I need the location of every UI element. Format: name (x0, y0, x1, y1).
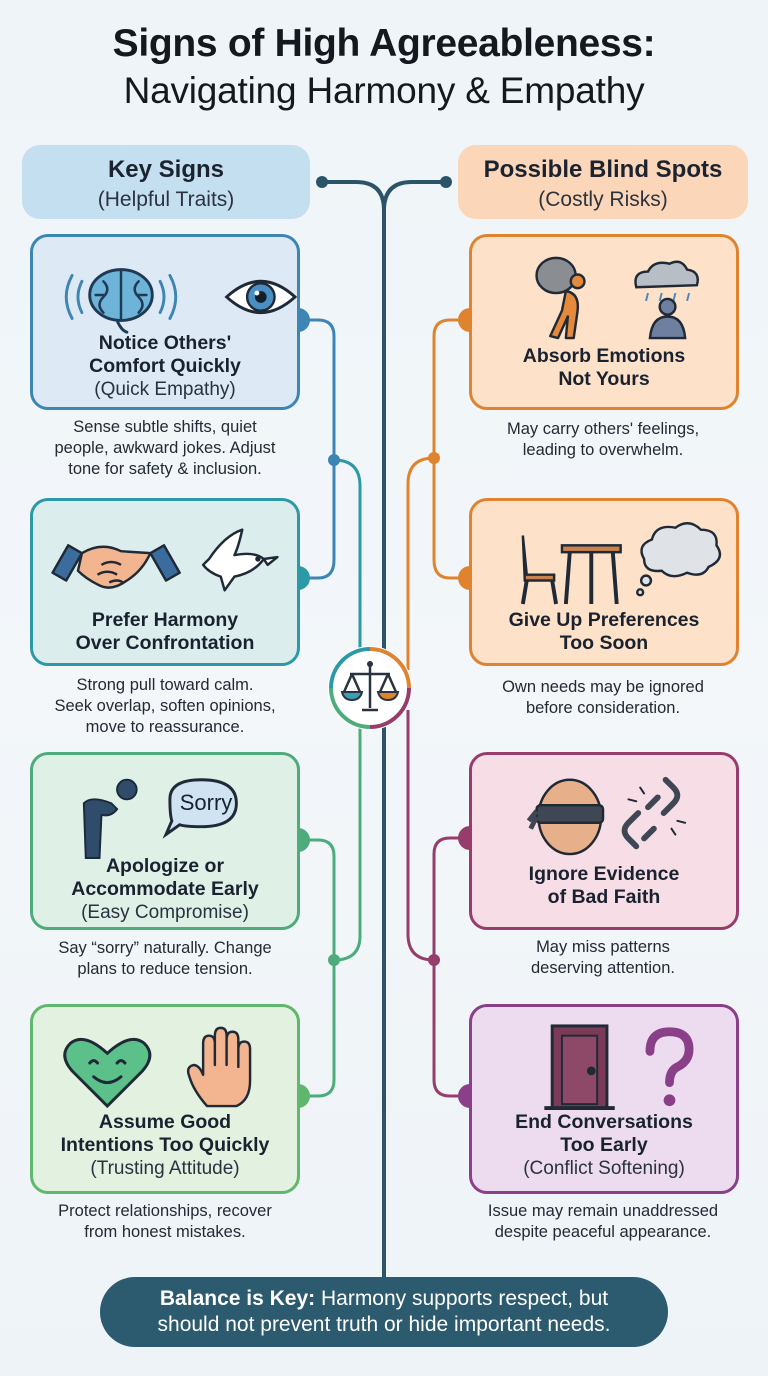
desc-line: deserving attention. (530, 959, 675, 977)
card-label-line2: Too Early (560, 1134, 648, 1156)
chair-table-icon (520, 535, 622, 605)
sign-description-easy-compromise: Say “sorry” naturally. Change plans to r… (15, 938, 315, 980)
card-subtitle: (Conflict Softening) (523, 1158, 685, 1179)
sign-card-prefer-harmony: Prefer Harmony Over Confrontation (30, 498, 300, 666)
card-subtitle: (Trusting Attitude) (90, 1158, 240, 1179)
quick-empathy-icons (64, 268, 297, 334)
balance-scale-badge (328, 646, 412, 730)
speech-bubble-icon (162, 778, 238, 839)
page-subtitle: Navigating Harmony & Empathy (123, 70, 645, 111)
left-header-subtitle: (Helpful Traits) (97, 188, 235, 211)
trusting-attitude-icons (63, 1026, 252, 1109)
card-label-line2: Not Yours (558, 368, 650, 390)
card-label-line2: Intentions Too Quickly (60, 1134, 270, 1156)
blindfold-icon (526, 778, 605, 856)
question-mark-icon (645, 1027, 694, 1107)
raised-hand-icon (186, 1026, 252, 1108)
desc-line: people, awkward jokes. Adjust (54, 439, 276, 457)
footer-text-line1: Harmony supports respect, but (315, 1287, 609, 1310)
balance-scale-icon (329, 647, 411, 729)
desc-line: despite peaceful appearance. (494, 1223, 712, 1241)
right-header-title: Possible Blind Spots (483, 156, 723, 183)
sign-description-prefer-harmony: Strong pull toward calm. Seek overlap, s… (15, 675, 315, 738)
handshake-icon (51, 544, 181, 589)
card-label-line2: Comfort Quickly (89, 355, 241, 377)
risk-description-give-up-preferences: Own needs may be ignored before consider… (453, 677, 753, 719)
risk-card-give-up-preferences: Give Up Preferences Too Soon (469, 498, 739, 666)
card-label-line1: Apologize or (105, 855, 225, 877)
footer-bold: Balance is Key: (159, 1287, 316, 1310)
burdened-person-icon (535, 256, 586, 340)
desc-line: Issue may remain unaddressed (487, 1202, 719, 1220)
risk-description-end-conversations: Issue may remain unaddressed despite pea… (453, 1201, 753, 1243)
card-label-line1: Ignore Evidence (528, 863, 680, 885)
sign-card-easy-compromise: Sorry Apologize or Accommodate Early (Ea… (30, 752, 300, 930)
page-title: Signs of High Agreeableness: (112, 22, 656, 65)
thought-cloud-icon (636, 522, 722, 597)
risk-description-absorb-emotions: May carry others' feelings, leading to o… (453, 419, 753, 461)
eye-icon (224, 279, 297, 315)
card-label-line2: Accommodate Early (71, 878, 259, 900)
end-conversations-icons (544, 1024, 694, 1110)
footer-text-line2: should not prevent truth or hide importa… (157, 1313, 611, 1336)
desc-line: move to reassurance. (85, 718, 245, 736)
desc-line: tone for safety & inclusion. (68, 460, 262, 478)
card-label-line1: Prefer Harmony (91, 609, 239, 631)
risk-description-ignore-evidence: May miss patterns deserving attention. (453, 937, 753, 979)
absorb-emotions-icons (535, 256, 699, 340)
card-label-line2: Over Confrontation (75, 632, 255, 654)
desc-line: Protect relationships, recover (58, 1202, 272, 1220)
card-label-line2: of Bad Faith (547, 886, 661, 908)
desc-line: Say “sorry” naturally. Change (58, 939, 272, 957)
card-subtitle: (Quick Empathy) (94, 379, 236, 400)
left-column-header: Key Signs (Helpful Traits) (22, 145, 310, 219)
card-label-line1: Notice Others' (98, 332, 232, 354)
desc-line: May carry others' feelings, (506, 420, 700, 438)
desc-line: from honest mistakes. (84, 1223, 246, 1241)
right-column-header: Possible Blind Spots (Costly Risks) (458, 145, 748, 219)
left-header-title: Key Signs (107, 156, 225, 183)
risk-card-absorb-emotions: Absorb Emotions Not Yours (469, 234, 739, 410)
card-label-line1: Absorb Emotions (522, 345, 686, 367)
card-label-line1: Assume Good (98, 1111, 232, 1133)
risk-card-end-conversations: End Conversations Too Early (Conflict So… (469, 1004, 739, 1194)
desc-line: May miss patterns (536, 938, 670, 956)
dove-icon (201, 528, 279, 592)
sign-description-trusting-attitude: Protect relationships, recover from hone… (15, 1201, 315, 1243)
rain-cloud-person-icon (634, 260, 699, 340)
card-label-line1: Give Up Preferences (508, 609, 700, 631)
smiling-heart-icon (63, 1037, 152, 1109)
sign-card-trusting-attitude: Assume Good Intentions Too Quickly (Trus… (30, 1004, 300, 1194)
sign-description-quick-empathy: Sense subtle shifts, quiet people, awkwa… (15, 417, 315, 480)
desc-line: before consideration. (525, 699, 681, 717)
right-header-subtitle: (Costly Risks) (538, 188, 668, 211)
desc-line: Strong pull toward calm. (76, 676, 254, 694)
ignore-evidence-icons (526, 776, 687, 856)
easy-compromise-icons (82, 778, 238, 859)
door-icon (544, 1024, 615, 1110)
bowing-person-icon (82, 778, 138, 859)
card-label-line1: End Conversations (515, 1111, 693, 1133)
sign-card-quick-empathy: Notice Others' Comfort Quickly (Quick Em… (30, 234, 300, 410)
card-subtitle: (Easy Compromise) (81, 902, 249, 923)
desc-line: Own needs may be ignored (502, 678, 704, 696)
desc-line: plans to reduce tension. (77, 960, 253, 978)
balance-footer-banner: Balance is Key: Harmony supports respect… (100, 1277, 668, 1347)
card-label-line2: Too Soon (559, 632, 649, 654)
brain-icon (64, 268, 178, 334)
desc-line: leading to overwhelm. (522, 441, 684, 459)
risk-card-ignore-evidence: Ignore Evidence of Bad Faith (469, 752, 739, 930)
give-up-preferences-icons (520, 522, 722, 605)
broken-chain-icon (621, 776, 687, 850)
desc-line: Seek overlap, soften opinions, (54, 697, 276, 715)
desc-line: Sense subtle shifts, quiet (73, 418, 257, 436)
prefer-harmony-icons (51, 528, 279, 592)
sorry-bubble-text: Sorry (179, 790, 233, 815)
